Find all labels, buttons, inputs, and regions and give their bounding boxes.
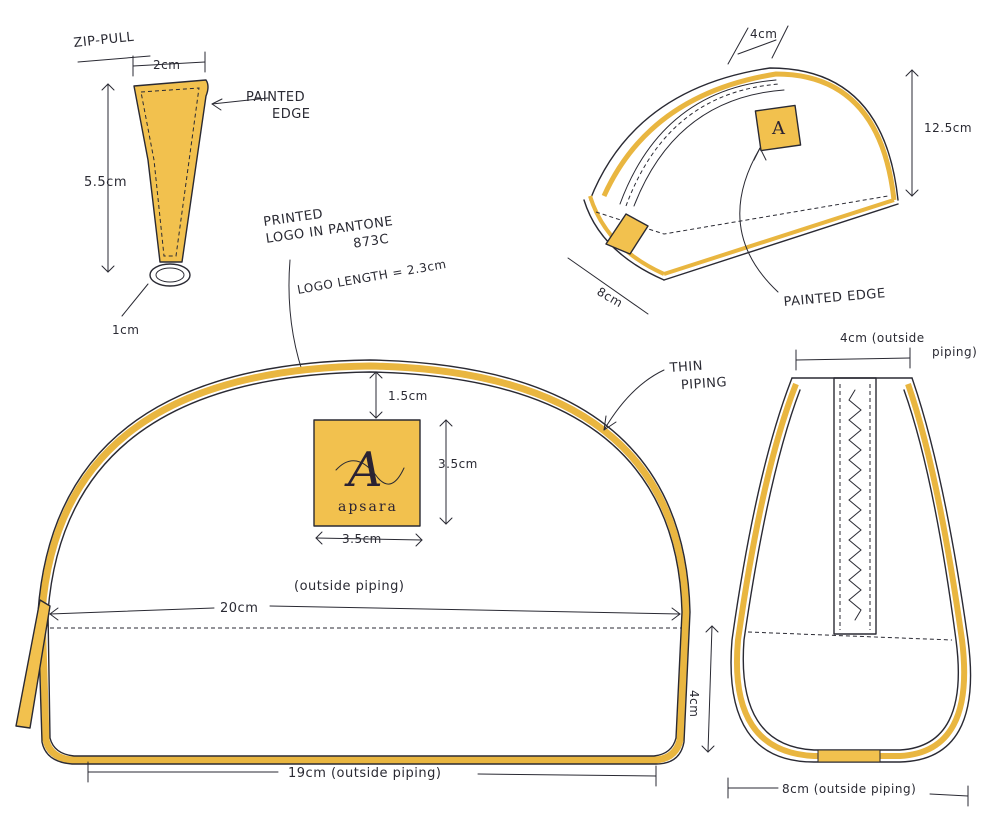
front-base-arrow-right <box>477 773 657 777</box>
perspective-view: A 4cm 12.5cm 8cm PAINTED EDGE <box>567 25 972 315</box>
zip-length-label: 5.5cm <box>84 175 127 190</box>
front-outside-piping-note: (outside piping) <box>294 579 404 594</box>
front-logo-patch <box>314 420 420 526</box>
persp-depth-label: 8cm <box>595 284 626 310</box>
logo-width-arrow <box>315 537 423 541</box>
side-bottom-tab <box>818 750 880 762</box>
persp-outline-base <box>663 203 899 281</box>
logo-height-arrowheads <box>439 419 453 525</box>
persp-painted-edge-arrow <box>739 147 779 293</box>
persp-logo-mark: A <box>771 118 786 139</box>
thin-piping-arrowhead <box>603 415 617 431</box>
zip-width-ticks <box>132 51 206 77</box>
persp-top-ext <box>727 25 789 65</box>
side-top-ticks <box>795 347 911 371</box>
persp-zip-tab-outline <box>605 213 649 255</box>
persp-piping-top <box>601 71 897 201</box>
persp-height-arrowheads <box>905 69 919 197</box>
front-body-fill <box>44 364 688 760</box>
side-top-label: 4cm (outside piping) <box>840 331 977 359</box>
logo-top-gap-label: 1.5cm <box>388 389 428 403</box>
side-base-ticks <box>727 777 969 807</box>
front-piping <box>38 362 690 764</box>
persp-base-seam <box>595 195 889 235</box>
side-base-seam <box>747 631 953 641</box>
logo-length-note: LOGO LENGTH = 2.3cm <box>296 257 447 297</box>
zip-width-label: 2cm <box>153 58 180 72</box>
zip-pull-outline <box>133 79 209 263</box>
painted-edge-arrow <box>211 97 269 105</box>
logo-height-label: 3.5cm <box>438 457 478 471</box>
persp-logo-outline <box>754 104 802 152</box>
side-top-arrow <box>795 357 911 361</box>
front-view: A apsara 1.5cm 3.5cm 3.5cm (outside pipi… <box>15 357 728 787</box>
persp-zip-line-2 <box>633 89 785 207</box>
zip-ring <box>149 263 191 287</box>
persp-zip-tab <box>606 214 648 254</box>
side-zipper-tape <box>833 377 877 635</box>
persp-zip-teeth <box>625 83 781 207</box>
side-bottom-tab-outline <box>817 749 881 763</box>
zip-pull-stitch <box>140 87 200 257</box>
zip-pull-underline <box>77 55 151 63</box>
front-width-arrow-right <box>269 605 681 615</box>
front-outline-inner <box>47 371 683 757</box>
zip-pull-body <box>134 80 208 262</box>
side-lower-arrow <box>707 625 713 753</box>
zip-width-arrow <box>132 61 206 67</box>
front-logo-swirl <box>335 460 405 485</box>
logo-top-gap-arrowheads <box>369 371 383 419</box>
persp-painted-edge-arrowhead <box>753 147 767 161</box>
logo-width-arrowheads <box>315 531 423 547</box>
persp-height-label: 12.5cm <box>924 121 972 135</box>
side-lower-label: 4cm <box>687 690 701 717</box>
front-logo-mark: A <box>344 442 383 498</box>
front-logo-outline <box>313 419 421 527</box>
persp-zip-line-1 <box>619 79 777 205</box>
zip-length-arrowheads <box>101 83 115 273</box>
side-lower-arrowheads <box>701 625 719 753</box>
persp-outline-top <box>589 67 899 201</box>
painted-edge-label-zip: PAINTED EDGE <box>246 90 311 122</box>
persp-depth-arrow <box>567 257 649 315</box>
thin-piping-arrow <box>603 369 665 431</box>
zip-pull-drawing: ZIP-PULL 2cm PAINTED EDGE 5.5cm 1cm <box>73 30 311 337</box>
zip-ring-arrow <box>121 283 149 317</box>
persp-top-label: 4cm <box>750 27 777 41</box>
zip-ring-label: 1cm <box>112 323 139 337</box>
side-zipper-teeth <box>848 389 862 621</box>
side-zipper-stitch <box>839 384 871 630</box>
front-width-arrow-left <box>49 607 215 615</box>
side-view: 4cm (outside piping) 4cm 8cm (outside pi… <box>687 331 977 807</box>
front-logo-brand: apsara <box>338 499 398 515</box>
side-base-arrow <box>727 787 969 797</box>
persp-top-arrow <box>737 39 777 55</box>
printed-logo-note: PRINTED LOGO IN PANTONE 873C <box>262 197 401 264</box>
side-base-label: 8cm (outside piping) <box>782 782 916 796</box>
side-body-fill <box>732 380 969 762</box>
zip-pull-title: ZIP-PULL <box>73 30 135 51</box>
logo-width-label: 3.5cm <box>342 532 382 546</box>
painted-edge-arrowhead <box>211 98 223 111</box>
persp-logo-patch <box>755 105 801 151</box>
persp-painted-edge-label: PAINTED EDGE <box>783 286 886 310</box>
thin-piping-label: THIN PIPING <box>668 357 727 394</box>
front-zip-pull <box>16 600 50 728</box>
front-base-ticks <box>87 761 657 787</box>
front-outline-outer <box>37 359 691 765</box>
zip-ring-inner <box>155 267 185 283</box>
front-width-label: 20cm <box>220 601 258 616</box>
front-zip-pull-outline <box>15 599 51 729</box>
front-base-label: 19cm (outside piping) <box>288 766 441 781</box>
front-width-arrowheads <box>49 607 681 621</box>
persp-piping-base <box>663 198 895 276</box>
